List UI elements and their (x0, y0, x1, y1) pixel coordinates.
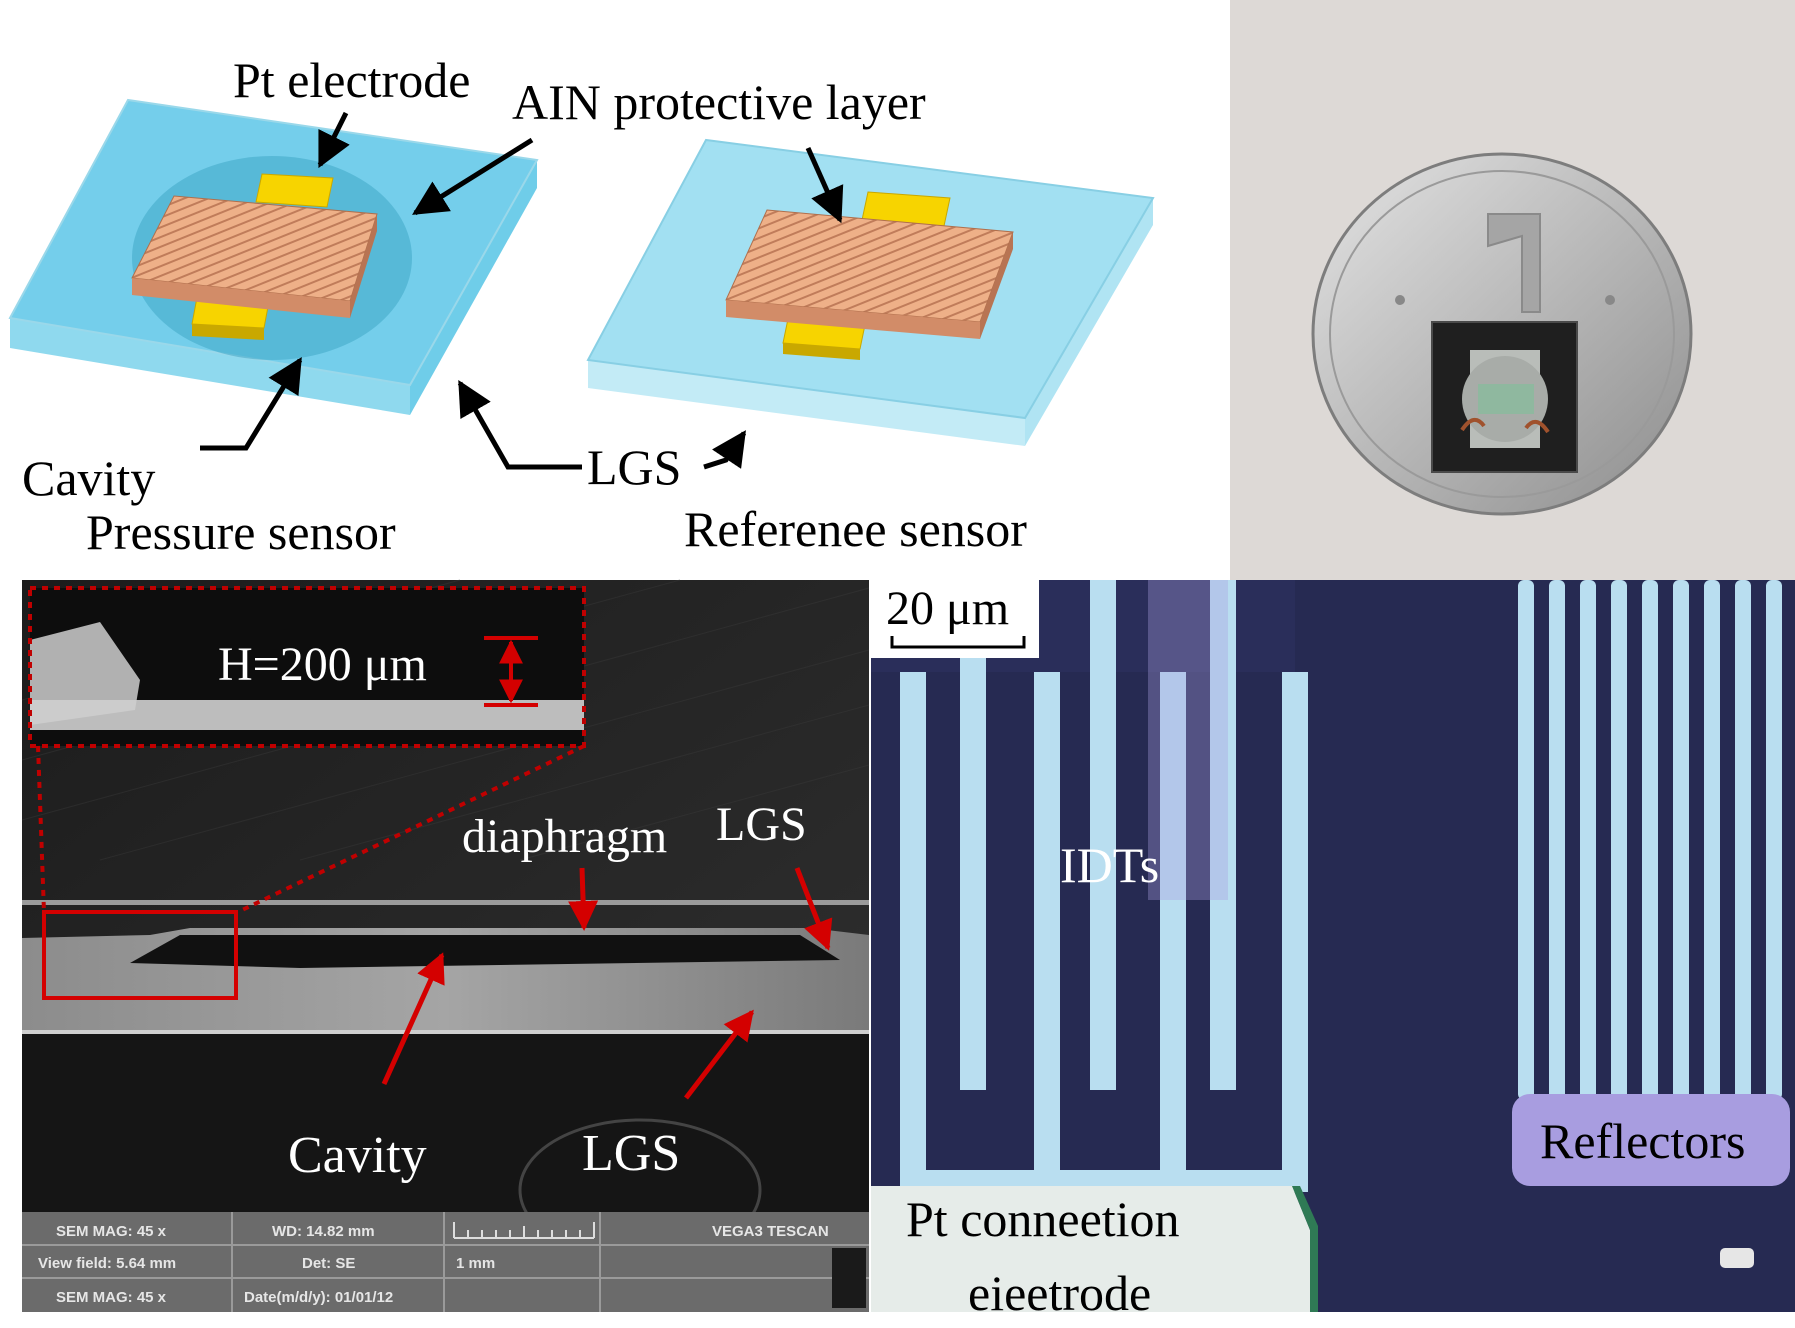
pt-connection-pad (871, 1186, 1310, 1312)
label-idts: IDTs (1060, 837, 1159, 893)
arrow-lgs-bottom (684, 1009, 754, 1100)
reflector-bus (1512, 1094, 1790, 1186)
arrow-aln-reference (805, 146, 844, 224)
label-scale: 20 μm (886, 582, 1009, 635)
reflector-finger (1766, 580, 1782, 1100)
label-cavity-c: Cavity (288, 1127, 427, 1184)
idt-highlight (1148, 580, 1228, 900)
panel-a-schematic: Pt electrode AIN protective layer Cavity… (8, 52, 1155, 560)
panel-d-micrograph: 20 μm IDTs Reflectors Pt conneetion eiee… (871, 580, 1795, 1321)
sem-scale-ruler (453, 1222, 595, 1239)
sem-cavity (130, 935, 840, 968)
idt-finger (1034, 672, 1060, 1192)
reflector-finger (1580, 580, 1596, 1100)
idt-bottom-bus (900, 1170, 1308, 1190)
arrow-cavity (200, 357, 303, 451)
reflector-finger (1642, 580, 1658, 1100)
sem-info-bar: SEM MAG: 45 x WD: 14.82 mm VEGA3 TESCAN … (22, 1212, 869, 1312)
label-pressure-sensor: Pressure sensor (86, 504, 396, 560)
scale-bar (890, 636, 1026, 649)
idt-block-pressure (131, 195, 378, 318)
sem-vendor: VEGA3 TESCAN (712, 1223, 829, 1240)
idt-finger (1160, 672, 1186, 1192)
label-pt-connection-2: eieetrode (968, 1265, 1151, 1321)
idt-finger (900, 672, 926, 1192)
sem-scale: 1 mm (456, 1255, 495, 1272)
arrow-pt-electrode (317, 111, 350, 169)
reflector-fingers (1518, 580, 1782, 1100)
arrow-cavity-c (381, 952, 445, 1086)
panel-c-sem: H=200 μm diaphragm LGS Cavity LGS (21, 579, 870, 1312)
arrow-diaphragm (568, 867, 599, 931)
sem-inset (28, 586, 586, 748)
label-lgs-a: LGS (587, 439, 681, 495)
idt-finger (1210, 580, 1236, 1090)
sem-wd: WD: 14.82 mm (272, 1223, 375, 1240)
scale-bar-box (871, 580, 1039, 658)
reflector-finger (1611, 580, 1627, 1100)
reflector-finger (1518, 580, 1534, 1100)
label-pt-electrode: Pt electrode (233, 52, 470, 108)
sem-zoom-box (42, 910, 238, 1000)
arrow-lgs-reference (703, 430, 747, 470)
label-pt-connection-1: Pt conneetion (906, 1191, 1180, 1247)
idt-finger (1282, 672, 1308, 1192)
idt-finger (960, 580, 986, 1090)
arrow-lgs-pressure (457, 379, 582, 470)
sem-det: Det: SE (302, 1255, 355, 1272)
sem-view-field: View field: 5.64 mm (38, 1255, 176, 1272)
label-lgs-bottom: LGS (582, 1125, 680, 1182)
label-diaphragm: diaphragm (462, 810, 667, 863)
label-reflectors: Reflectors (1540, 1113, 1745, 1169)
label-h-200: H=200 μm (218, 638, 427, 691)
idt-fingers (900, 580, 1308, 1192)
panel-b-photo (1230, 0, 1795, 580)
label-cavity-a: Cavity (22, 450, 155, 506)
reflector-finger (1673, 580, 1689, 1100)
label-aln-layer: AIN protective layer (512, 74, 926, 130)
sem-mag-2: SEM MAG: 45 x (56, 1289, 167, 1306)
reflector-finger (1735, 580, 1751, 1100)
arrow-lgs-top (794, 867, 833, 951)
idt-finger (1090, 580, 1116, 1090)
arrow-aln-pressure (412, 137, 534, 216)
label-reference-sensor: Referenee sensor (684, 501, 1027, 557)
height-marker (484, 636, 538, 707)
sem-date: Date(m/d/y): 01/01/12 (244, 1289, 393, 1306)
label-lgs-top: LGS (716, 798, 807, 851)
reflector-finger (1704, 580, 1720, 1100)
idt-block-reference (725, 209, 1014, 339)
reflector-finger (1549, 580, 1565, 1100)
sem-mag-1: SEM MAG: 45 x (56, 1223, 167, 1240)
